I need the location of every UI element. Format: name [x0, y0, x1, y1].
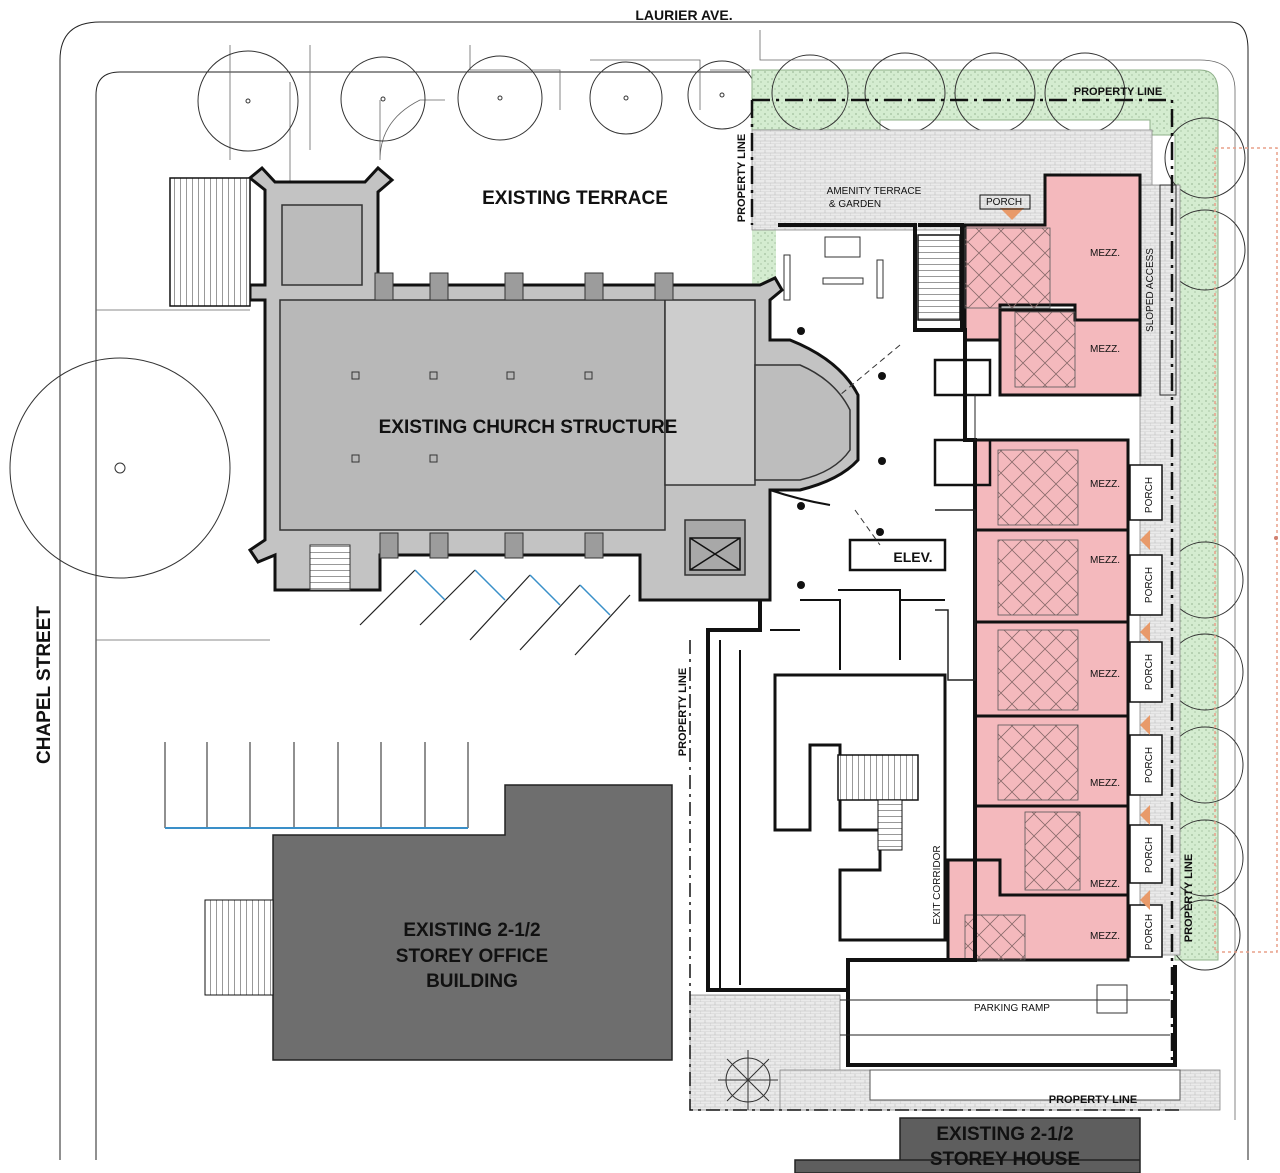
amenity-terrace-label-line1: AMENITY TERRACE	[827, 186, 922, 197]
property-line-label-south: PROPERTY LINE	[1049, 1094, 1137, 1106]
trees	[9, 50, 757, 579]
church-structure	[247, 165, 860, 602]
house-label: EXISTING 2-1/2 STOREY HOUSE	[930, 1124, 1080, 1170]
office-label-line2: STOREY OFFICE	[396, 946, 548, 967]
house-label-line2: STOREY HOUSE	[930, 1149, 1080, 1170]
dashed-lines	[839, 344, 901, 546]
porches	[979, 194, 1163, 958]
mezz-label: MEZZ.	[1090, 479, 1120, 490]
amenity-furniture	[783, 236, 884, 301]
central-stair	[837, 754, 919, 801]
mezz-label: MEZZ.	[1090, 669, 1120, 680]
property-line-label-north: PROPERTY LINE	[1074, 86, 1162, 98]
property-line-markings	[689, 98, 1278, 1111]
church-label: EXISTING CHURCH STRUCTURE	[379, 417, 678, 438]
mezz-label: MEZZ.	[1090, 555, 1120, 566]
columns	[797, 327, 886, 589]
amenity-terrace-label-line2: & GARDEN	[829, 199, 881, 210]
parking-stalls	[164, 742, 469, 829]
ramp-box	[1096, 984, 1128, 1014]
sunburst-feature	[718, 1050, 778, 1110]
property-line-label-west-upper: PROPERTY LINE	[736, 134, 748, 222]
property-line-label-east: PROPERTY LINE	[1183, 854, 1195, 942]
office-building	[272, 784, 673, 1061]
site-outlines	[59, 21, 1249, 1160]
mezz-label: MEZZ.	[1090, 248, 1120, 259]
porch-label: PORCH	[1144, 837, 1155, 873]
amenity-stair	[917, 234, 961, 321]
house-building	[794, 1117, 1141, 1173]
sloped-access-label: SLOPED ACCESS	[1145, 248, 1156, 332]
angled-parking	[359, 569, 631, 656]
mezz-label: MEZZ.	[1090, 344, 1120, 355]
exit-corridor-label: EXIT CORRIDOR	[932, 845, 943, 924]
office-entry-stairs	[204, 899, 274, 996]
porch-label: PORCH	[1144, 567, 1155, 603]
office-label: EXISTING 2-1/2 STOREY OFFICE BUILDING	[396, 920, 548, 992]
elevator-label: ELEV.	[893, 549, 932, 565]
porch-labels: PORCH PORCH PORCH PORCH PORCH PORCH PORC…	[986, 197, 1155, 950]
porch-label: PORCH	[1144, 747, 1155, 783]
porch-label: PORCH	[1144, 477, 1155, 513]
porch-label: PORCH	[1144, 914, 1155, 950]
central-stair-flight	[877, 799, 903, 851]
office-label-line1: EXISTING 2-1/2	[403, 920, 540, 941]
church-entry-stairs	[169, 177, 251, 307]
property-line-label-west-lower: PROPERTY LINE	[677, 668, 689, 756]
sloped-access-ramp	[1159, 184, 1177, 396]
new-building-walls	[706, 223, 1177, 1067]
mezz-labels: MEZZ. MEZZ. MEZZ. MEZZ. MEZZ. MEZZ. MEZZ…	[1090, 248, 1120, 942]
porch-label: PORCH	[1144, 654, 1155, 690]
mezz-label: MEZZ.	[1090, 931, 1120, 942]
mezz-label: MEZZ.	[1090, 879, 1120, 890]
existing-terrace-label: EXISTING TERRACE	[482, 188, 668, 209]
street-label-chapel: CHAPEL STREET	[34, 606, 55, 764]
parking-ramp-label: PARKING RAMP	[974, 1003, 1050, 1014]
house-label-line1: EXISTING 2-1/2	[936, 1124, 1073, 1145]
porch-label-north: PORCH	[986, 197, 1022, 208]
office-label-line3: BUILDING	[426, 971, 518, 992]
street-label-laurier: LAURIER AVE.	[635, 7, 732, 23]
mezz-label: MEZZ.	[1090, 778, 1120, 789]
